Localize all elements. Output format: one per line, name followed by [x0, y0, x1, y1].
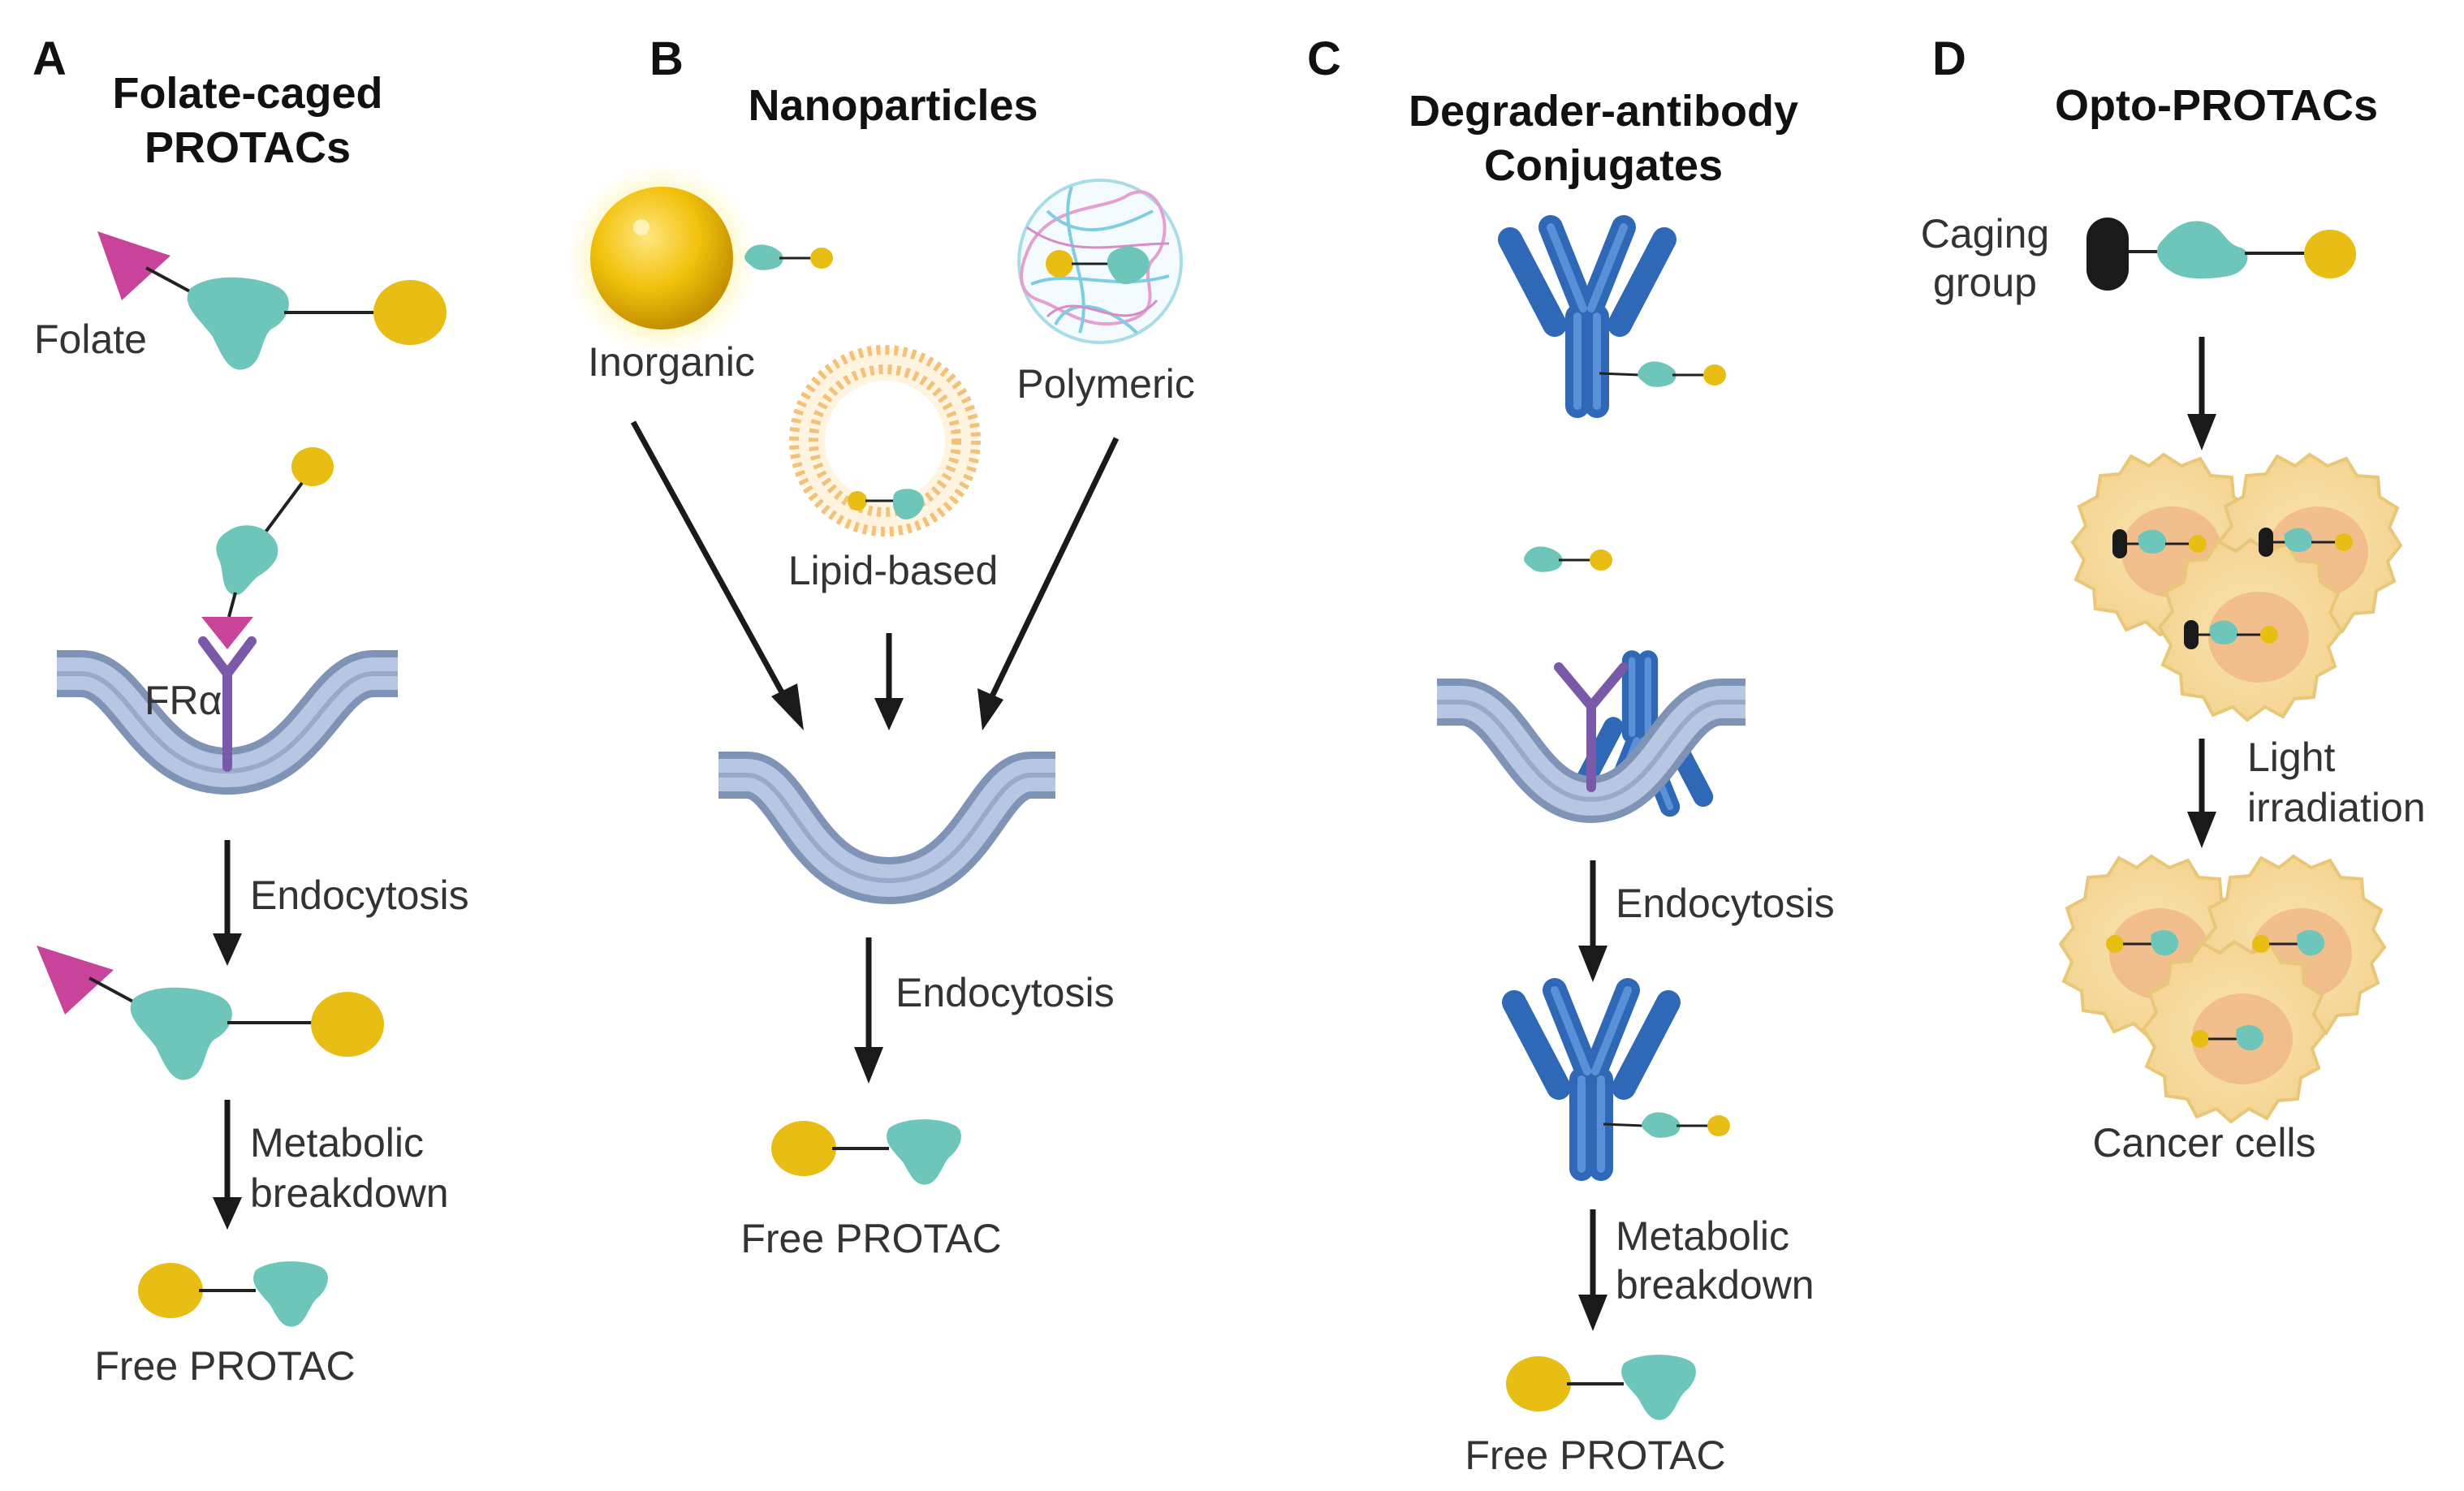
folate-receptor — [198, 636, 257, 772]
panel-label-d: D — [1932, 32, 1966, 85]
cell-membrane-c — [1437, 679, 1746, 824]
step-label-a-metabolic-line1: Metabolic — [250, 1120, 424, 1166]
panel-title-b: Nanoparticles — [748, 81, 1038, 130]
result-label-a: Free PROTAC — [94, 1343, 355, 1389]
folate-caged-protac-internalized — [37, 946, 384, 1080]
receptor-label: FRα — [145, 678, 222, 723]
caging-group-label-line2: group — [1933, 260, 2037, 305]
arrow-b-endocytosis — [854, 937, 883, 1084]
polymeric-nanoparticle — [1017, 179, 1183, 344]
panel-title-c-line2: Conjugates — [1484, 141, 1723, 190]
step-label-a-endocytosis: Endocytosis — [250, 873, 469, 918]
inorganic-nanoparticle — [566, 164, 835, 356]
folate-caged-protac — [97, 231, 447, 370]
lipid-based-label: Lipid-based — [788, 548, 999, 593]
panel-label-b: B — [649, 32, 684, 85]
result-label-c: Free PROTAC — [1465, 1433, 1725, 1478]
result-label-d: Cancer cells — [2092, 1120, 2315, 1166]
arrow-b-polymeric — [977, 437, 1120, 730]
inorganic-label: Inorganic — [588, 339, 755, 385]
step-label-b-endocytosis: Endocytosis — [895, 970, 1115, 1015]
arrow-a-endocytosis — [213, 840, 242, 966]
step-label-a-metabolic-line2: breakdown — [250, 1170, 449, 1216]
panel-label-c: C — [1307, 32, 1341, 85]
step-label-c-metabolic-line2: breakdown — [1616, 1262, 1815, 1308]
free-protac-c — [1504, 1353, 1698, 1422]
arrow-c-metabolic — [1578, 1209, 1607, 1331]
antibody-conjugate-1 — [1510, 227, 1728, 406]
opto-protac-molecule — [2086, 218, 2356, 291]
arrow-d-uptake — [2187, 337, 2216, 450]
free-protac-a — [136, 1260, 330, 1329]
cancer-cells-uncaged — [2059, 855, 2386, 1123]
antibody-conjugate-internalized — [1514, 990, 1732, 1169]
step-label-d-light-line1: Light — [2247, 735, 2336, 780]
panel-d: D Opto-PROTACs Caging group — [1921, 32, 2426, 1166]
arrow-d-light — [2187, 739, 2216, 848]
arrow-a-metabolic — [213, 1100, 242, 1230]
result-label-b: Free PROTAC — [740, 1216, 1001, 1261]
free-protac-b — [770, 1118, 963, 1187]
panel-title-a-line2: PROTACs — [145, 123, 351, 172]
arrow-b-lipid — [874, 633, 904, 730]
panel-b: B Nanoparticles Inorganic Polymeric — [566, 32, 1195, 1261]
step-label-c-endocytosis: Endocytosis — [1616, 881, 1835, 926]
step-label-d-light-line2: irradiation — [2247, 785, 2426, 830]
cell-membrane-b — [718, 752, 1055, 905]
panel-c: C Degrader-antibody Conjugates — [1307, 32, 1835, 1478]
step-label-c-metabolic-line1: Metabolic — [1616, 1213, 1789, 1259]
panel-a: A Folate-caged PROTACs Folate — [32, 32, 469, 1389]
cancer-cells-caged — [2071, 453, 2402, 722]
folate-label: Folate — [34, 317, 147, 362]
panel-title-d: Opto-PROTACs — [2055, 81, 2378, 130]
caging-group-label-line1: Caging — [1921, 211, 2049, 256]
panel-label-a: A — [32, 32, 67, 85]
lipid-nanoparticle — [789, 345, 981, 537]
folate-protac-binding — [201, 447, 334, 649]
arrow-c-endocytosis — [1578, 860, 1607, 982]
panel-title-a-line1: Folate-caged — [112, 69, 382, 118]
arrow-b-inorganic — [630, 420, 804, 730]
panel-title-c-line1: Degrader-antibody — [1409, 87, 1798, 136]
antigen-receptor — [1554, 662, 1629, 792]
polymeric-label: Polymeric — [1016, 361, 1194, 407]
